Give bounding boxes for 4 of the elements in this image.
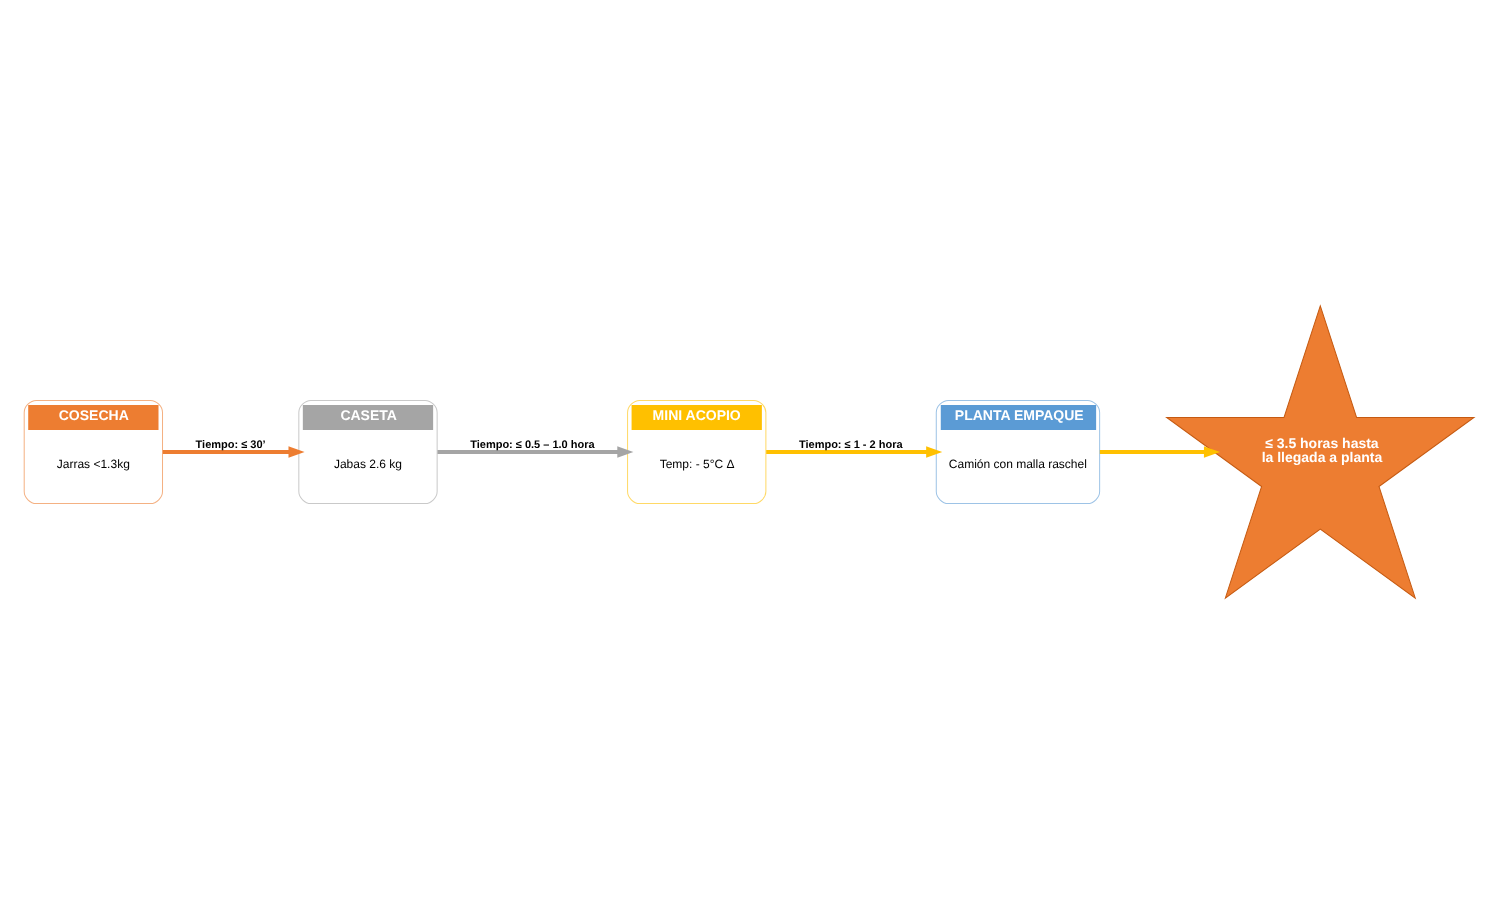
arrow	[766, 446, 943, 458]
arrow	[162, 446, 305, 458]
arrow	[437, 446, 634, 458]
arrow	[1099, 446, 1221, 458]
